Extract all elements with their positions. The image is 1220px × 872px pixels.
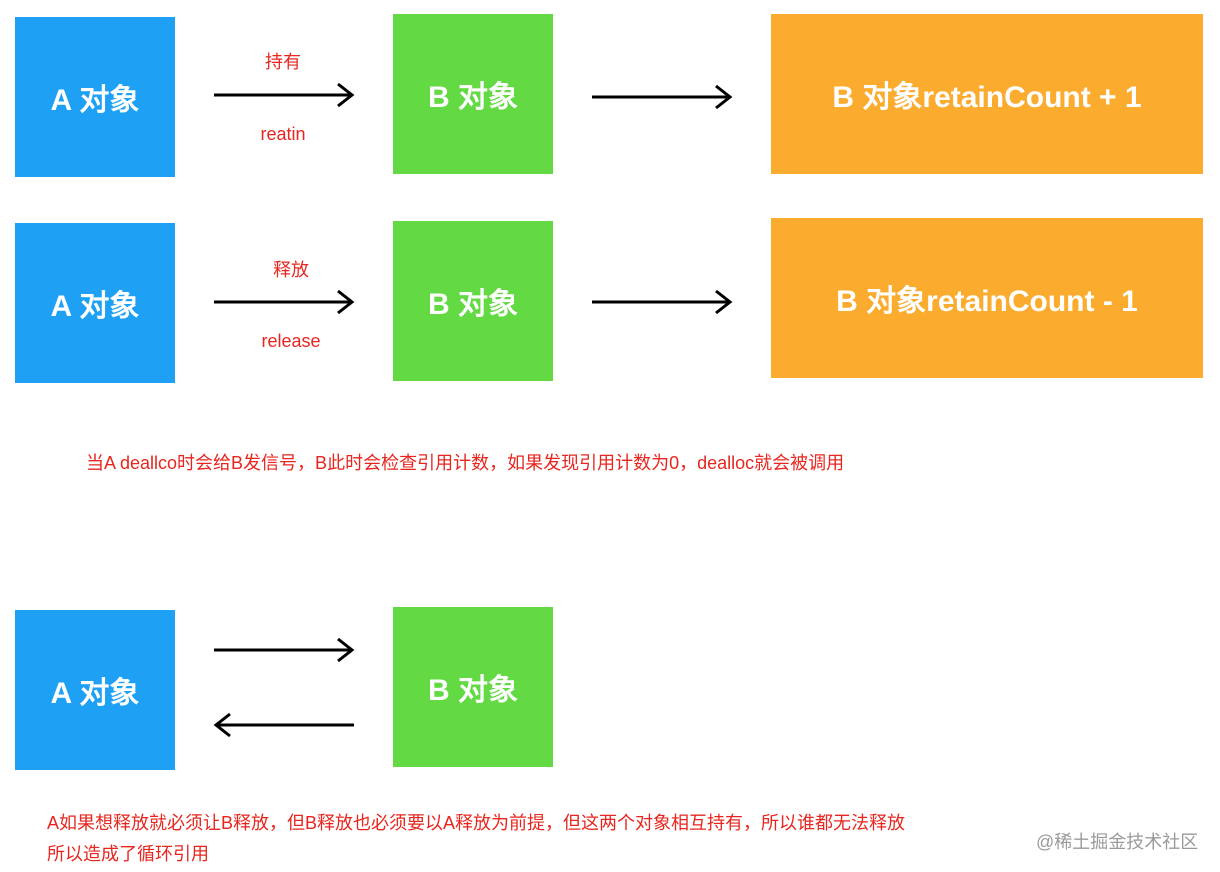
- b-object-label: B 对象: [428, 674, 518, 707]
- b-object-box-release: B 对象: [393, 221, 553, 381]
- retain-count-increment-label: B 对象retainCount + 1: [832, 81, 1142, 114]
- b-object-box-retain: B 对象: [393, 14, 553, 174]
- b-object-label: B 对象: [428, 288, 518, 321]
- a-object-box-release: A 对象: [15, 223, 175, 383]
- release-label: release: [261, 331, 321, 351]
- retain-cycle-note-line2: 所以造成了循环引用: [47, 844, 209, 864]
- retain-count-increment-box: B 对象retainCount + 1: [771, 14, 1203, 174]
- b-object-label: B 对象: [428, 81, 518, 114]
- result-arrow-icon: [592, 84, 733, 110]
- release-arrow-icon: [214, 289, 355, 315]
- release-cn-label: 释放: [273, 260, 309, 280]
- a-object-box-retain: A 对象: [15, 17, 175, 177]
- b-to-a-arrow-icon: [213, 712, 354, 738]
- retain-count-decrement-box: B 对象retainCount - 1: [771, 218, 1203, 378]
- result-arrow-icon: [592, 289, 733, 315]
- b-object-box-cycle: B 对象: [393, 607, 553, 767]
- a-to-b-arrow-icon: [214, 637, 355, 663]
- dealloc-note: 当A deallco时会给B发信号，B此时会检查引用计数，如果发现引用计数为0，…: [86, 453, 845, 473]
- a-object-box-cycle: A 对象: [15, 610, 175, 770]
- watermark: @稀土掘金技术社区: [1036, 832, 1199, 852]
- retain-arrow-icon: [214, 82, 355, 108]
- retain-count-decrement-label: B 对象retainCount - 1: [836, 285, 1138, 318]
- hold-label: 持有: [265, 52, 301, 72]
- retain-label: reatin: [260, 124, 306, 144]
- a-object-label: A 对象: [50, 84, 140, 117]
- retain-cycle-note-line1: A如果想释放就必须让B释放，但B释放也必须要以A释放为前提，但这两个对象相互持有…: [47, 813, 906, 833]
- a-object-label: A 对象: [50, 290, 140, 323]
- a-object-label: A 对象: [50, 677, 140, 710]
